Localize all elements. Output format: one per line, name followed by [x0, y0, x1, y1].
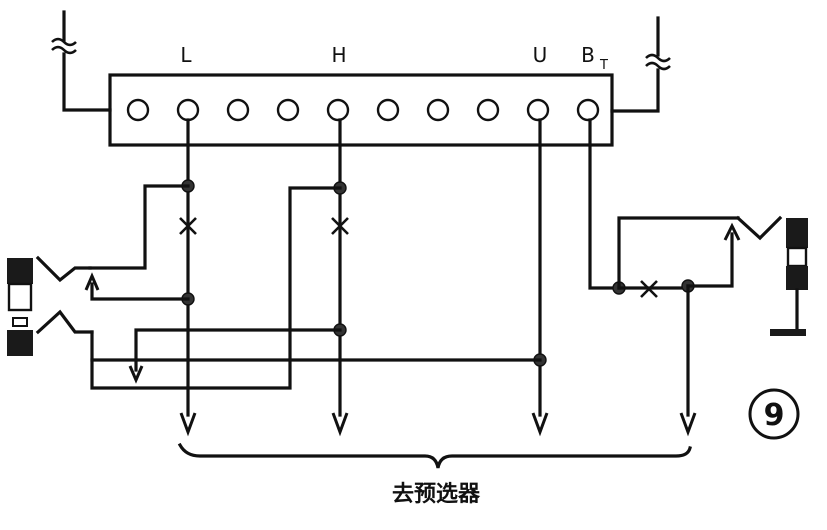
right-incoming-wire [610, 16, 671, 113]
terminal-hole [326, 98, 350, 122]
cross-BT [640, 280, 658, 298]
terminal-strip [108, 73, 614, 147]
terminal-hole [476, 98, 500, 122]
terminal-hole [376, 98, 400, 122]
left-incoming-wire [51, 10, 112, 112]
terminal-hole [526, 98, 550, 122]
label-H: H [331, 43, 346, 67]
wire-U [531, 118, 549, 437]
figure-number-badge: 9 [748, 388, 800, 440]
arrow-BT [679, 412, 697, 437]
arrow-H [331, 412, 349, 437]
figure-number: 9 [764, 398, 785, 433]
label-L: L [180, 43, 192, 67]
wire-H [331, 118, 349, 437]
bottom-brace [177, 442, 692, 469]
label-T-subscript: T [599, 58, 608, 73]
terminal-hole [126, 98, 150, 122]
terminal-hole [426, 98, 450, 122]
left-relay-contact [7, 255, 94, 356]
terminal-holes [126, 98, 600, 122]
cross-L [179, 217, 197, 235]
terminal-hole [176, 98, 200, 122]
terminal-hole [576, 98, 600, 122]
wire-BT [588, 118, 783, 437]
destination-label: 去预选器 [392, 482, 481, 507]
arrow-L [179, 412, 197, 437]
terminal-hole [276, 98, 300, 122]
wire-L [179, 118, 197, 437]
terminal-hole [226, 98, 250, 122]
right-relay [770, 218, 808, 336]
left-cross-wiring [84, 184, 542, 390]
cross-H [331, 217, 349, 235]
label-U: U [533, 43, 548, 67]
arrow-U [531, 412, 549, 437]
label-B: B [581, 43, 595, 67]
